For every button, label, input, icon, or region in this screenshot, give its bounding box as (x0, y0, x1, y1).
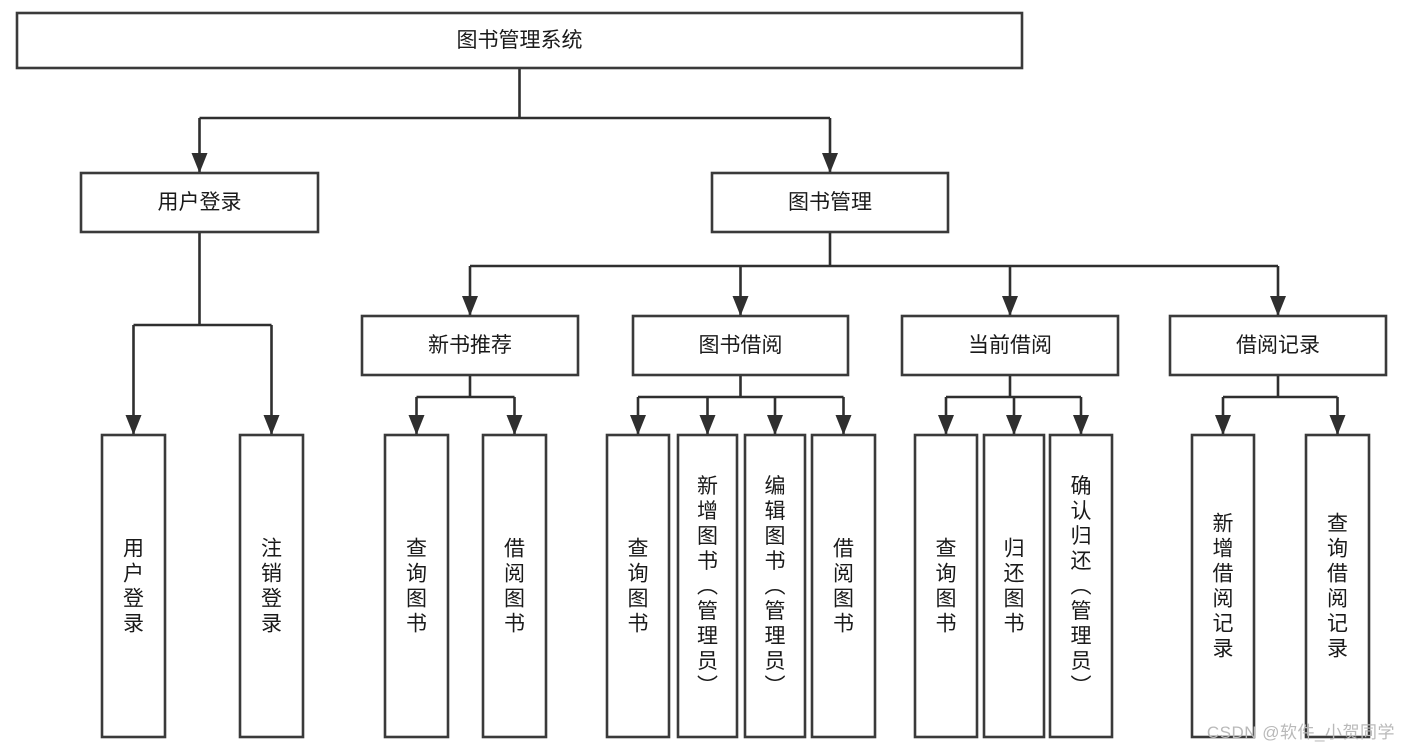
node-box-新书推荐[interactable] (360, 314, 580, 377)
node-label-用户登录: 用户登录 (123, 538, 144, 636)
node-label-查询借阅记录: 查询借阅记录 (1327, 513, 1348, 661)
node-box-图书管理系统[interactable] (15, 11, 1024, 70)
node-label-新书推荐: 新书推荐 (428, 334, 512, 357)
node-label-借阅图书: 借阅图书 (504, 538, 525, 636)
node-label-当前借阅: 当前借阅 (968, 334, 1052, 357)
node-box-查询图书[interactable] (913, 433, 979, 739)
node-图书管理[interactable]: 图书管理 (710, 171, 950, 234)
node-box-借阅图书[interactable] (481, 433, 548, 739)
node-图书借阅[interactable]: 图书借阅 (631, 314, 850, 377)
node-用户登录[interactable]: 用户登录 (79, 171, 320, 234)
node-label-新增图书管理员: 新增图书︵管理员︶ (697, 475, 718, 698)
arrow-head-icon-借阅图书 (835, 415, 852, 435)
arrow-head-icon-查询借阅记录 (1329, 415, 1346, 435)
node-box-用户登录[interactable] (100, 433, 167, 739)
node-新增图书管理员[interactable]: 新增图书︵管理员︶ (676, 433, 739, 739)
node-label-确认归还管理员: 确认归还︵管理员︶ (1071, 475, 1092, 698)
node-box-查询借阅记录[interactable] (1304, 433, 1371, 739)
arrow-head-icon-注销登录 (263, 415, 280, 435)
node-归还图书[interactable]: 归还图书 (982, 433, 1046, 739)
node-box-归还图书[interactable] (982, 433, 1046, 739)
node-box-新增图书管理员[interactable] (676, 433, 739, 739)
arrow-head-icon-归还图书 (1006, 415, 1022, 435)
node-label-查询图书: 查询图书 (406, 538, 427, 636)
node-label-图书借阅: 图书借阅 (699, 334, 783, 357)
node-label-归还图书: 归还图书 (1004, 538, 1025, 636)
node-label-新增借阅记录: 新增借阅记录 (1213, 513, 1234, 661)
node-当前借阅[interactable]: 当前借阅 (900, 314, 1120, 377)
arrow-head-icon-新增图书管理员 (699, 415, 716, 435)
node-用户登录[interactable]: 用户登录 (100, 433, 167, 739)
node-box-当前借阅[interactable] (900, 314, 1120, 377)
node-图书管理系统[interactable]: 图书管理系统 (15, 11, 1024, 70)
node-借阅图书[interactable]: 借阅图书 (810, 433, 877, 739)
arrow-head-icon-查询图书 (630, 415, 646, 435)
arrow-head-icon-当前借阅 (1002, 296, 1018, 316)
node-box-新增借阅记录[interactable] (1190, 433, 1256, 739)
node-新增借阅记录[interactable]: 新增借阅记录 (1190, 433, 1256, 739)
arrow-head-icon-确认归还管理员 (1073, 415, 1089, 435)
node-label-图书管理: 图书管理 (788, 191, 872, 214)
arrow-head-icon-查询图书 (408, 415, 425, 435)
node-box-查询图书[interactable] (383, 433, 450, 739)
node-box-编辑图书管理员[interactable] (743, 433, 807, 739)
node-查询图书[interactable]: 查询图书 (605, 433, 671, 739)
node-查询借阅记录[interactable]: 查询借阅记录 (1304, 433, 1371, 739)
node-box-图书管理[interactable] (710, 171, 950, 234)
arrow-head-icon-借阅记录 (1270, 296, 1286, 316)
node-借阅记录[interactable]: 借阅记录 (1168, 314, 1388, 377)
arrow-head-icon-新增借阅记录 (1215, 415, 1231, 435)
node-label-查询图书: 查询图书 (628, 538, 649, 636)
arrow-head-icon-图书借阅 (732, 296, 749, 316)
connectors-layer (125, 68, 1346, 435)
nodes-layer: 图书管理系统用户登录用户登录注销登录图书管理新书推荐查询图书借阅图书图书借阅查询… (15, 11, 1388, 739)
node-新书推荐[interactable]: 新书推荐 (360, 314, 580, 377)
node-box-图书借阅[interactable] (631, 314, 850, 377)
watermark-label: CSDN @软件_小贺同学 (1206, 723, 1395, 742)
node-label-注销登录: 注销登录 (261, 538, 282, 636)
node-label-图书管理系统: 图书管理系统 (457, 29, 583, 52)
arrow-head-icon-用户登录 (125, 415, 142, 435)
arrow-head-icon-借阅图书 (506, 415, 523, 435)
node-box-用户登录[interactable] (79, 171, 320, 234)
node-查询图书[interactable]: 查询图书 (383, 433, 450, 739)
node-box-借阅图书[interactable] (810, 433, 877, 739)
node-label-借阅图书: 借阅图书 (833, 538, 854, 636)
node-box-借阅记录[interactable] (1168, 314, 1388, 377)
node-编辑图书管理员[interactable]: 编辑图书︵管理员︶ (743, 433, 807, 739)
node-box-查询图书[interactable] (605, 433, 671, 739)
node-box-注销登录[interactable] (238, 433, 305, 739)
node-确认归还管理员[interactable]: 确认归还︵管理员︶ (1048, 433, 1114, 739)
arrow-head-icon-编辑图书管理员 (767, 415, 783, 435)
node-label-查询图书: 查询图书 (936, 538, 957, 636)
node-label-借阅记录: 借阅记录 (1236, 334, 1320, 357)
arrow-head-icon-新书推荐 (462, 296, 478, 316)
node-box-确认归还管理员[interactable] (1048, 433, 1114, 739)
node-借阅图书[interactable]: 借阅图书 (481, 433, 548, 739)
node-查询图书[interactable]: 查询图书 (913, 433, 979, 739)
arrow-head-icon-查询图书 (938, 415, 954, 435)
arrow-head-icon-用户登录 (191, 153, 208, 173)
node-注销登录[interactable]: 注销登录 (238, 433, 305, 739)
arrow-head-icon-图书管理 (822, 153, 838, 173)
node-label-编辑图书管理员: 编辑图书︵管理员︶ (765, 475, 786, 698)
node-label-用户登录: 用户登录 (158, 191, 242, 214)
